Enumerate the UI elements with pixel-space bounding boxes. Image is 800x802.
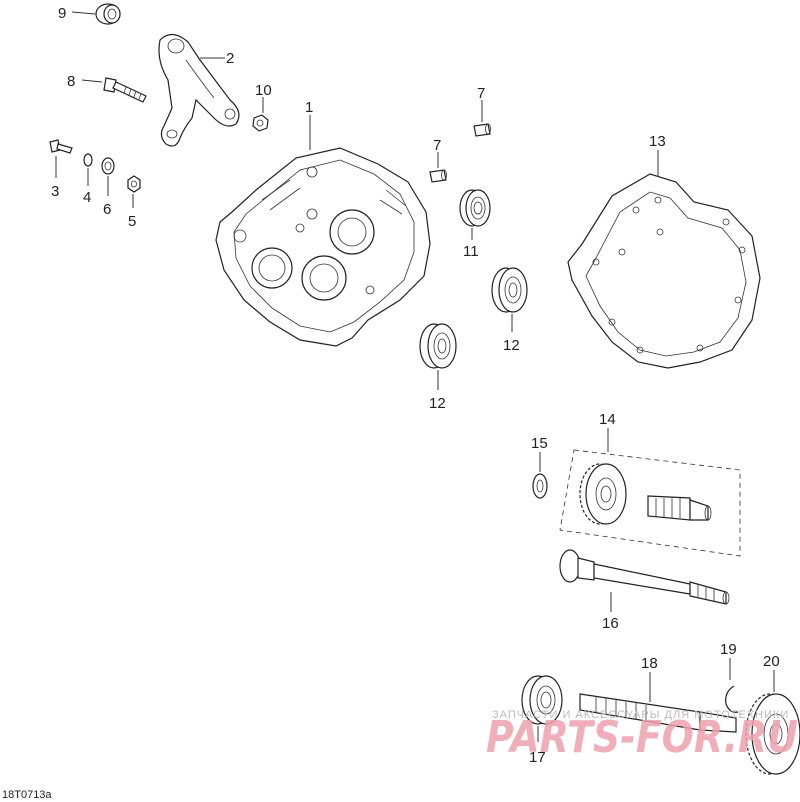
part-4-washer[interactable] [83, 153, 93, 167]
callout-9: 9 [58, 5, 66, 22]
callout-8: 8 [67, 73, 75, 90]
callout-16: 16 [602, 615, 619, 632]
part-10-nut[interactable] [252, 114, 269, 132]
part-3-screw[interactable] [49, 139, 73, 154]
callout-1: 1 [305, 99, 313, 116]
callout-10: 10 [255, 82, 272, 99]
callout-12b: 12 [429, 395, 446, 412]
diagram-code: 18T0713a [2, 789, 52, 801]
part-13-gasket[interactable] [567, 173, 761, 369]
part-1-gearbox-housing[interactable] [215, 147, 431, 347]
part-17-bearing[interactable] [521, 675, 563, 725]
part-14-gear-set[interactable] [559, 449, 741, 557]
callout-4: 4 [83, 189, 91, 206]
callout-7a: 7 [477, 85, 485, 102]
watermark-brand: PARTS-FOR.RU [486, 712, 798, 763]
callout-19: 19 [720, 641, 737, 658]
part-9-bushing[interactable] [95, 3, 121, 25]
part-6-washer[interactable] [101, 157, 115, 175]
part-7-dowel-pin-upper[interactable] [473, 123, 491, 137]
part-19-circlip[interactable] [725, 685, 739, 713]
callout-5: 5 [128, 213, 136, 230]
callout-17: 17 [529, 749, 546, 766]
callout-11: 11 [463, 243, 479, 260]
callout-18: 18 [641, 655, 658, 672]
part-5-nut[interactable] [127, 175, 141, 193]
callout-13: 13 [649, 133, 666, 150]
watermark-tagline: ЗАПЧАСТИ И АКСЕССУАРЫ ДЛЯ МОТОТЕХНИКИ [492, 709, 789, 721]
part-11-bearing[interactable] [459, 189, 491, 227]
callout-7b: 7 [433, 137, 441, 154]
callout-2: 2 [226, 50, 234, 67]
part-8-bolt[interactable] [103, 77, 147, 103]
part-16-shaft[interactable] [559, 549, 730, 605]
callout-6: 6 [103, 201, 111, 218]
callout-20: 20 [763, 653, 780, 670]
part-12-bearing-upper[interactable] [491, 267, 528, 313]
part-15-washer[interactable] [532, 473, 548, 499]
callout-12a: 12 [503, 337, 520, 354]
part-18-output-shaft[interactable] [579, 693, 737, 733]
callout-3: 3 [51, 183, 59, 200]
part-2-bracket[interactable] [158, 33, 240, 147]
part-12-bearing-lower[interactable] [419, 323, 457, 369]
part-20-gear[interactable] [745, 693, 800, 775]
callout-15: 15 [531, 435, 548, 452]
part-7-dowel-pin-lower[interactable] [429, 169, 447, 183]
callout-14: 14 [599, 411, 616, 428]
